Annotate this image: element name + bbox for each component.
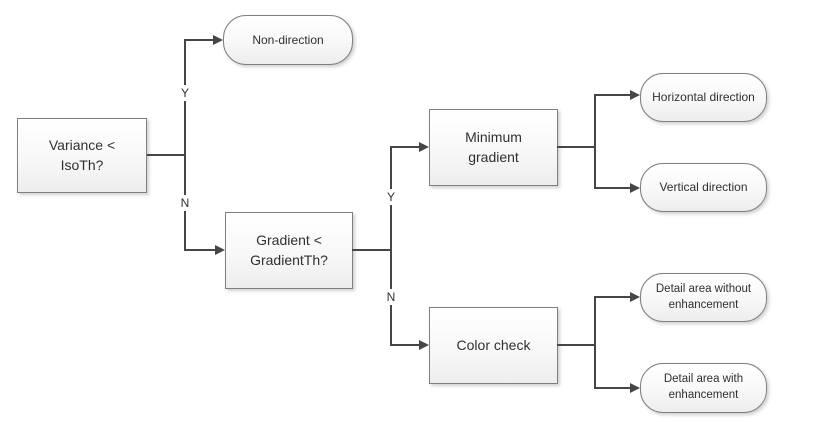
edge-label-gradient-yes: Y xyxy=(384,189,398,205)
node-horizontal-direction: Horizontal direction xyxy=(640,73,767,122)
edge-label-variance-yes: Y xyxy=(178,85,192,101)
node-variance-decision: Variance < IsoTh? xyxy=(17,118,147,193)
edge-segment xyxy=(594,296,630,298)
node-gradient-decision: Gradient < GradientTh? xyxy=(225,212,353,289)
node-detail-area-with: Detail area with enhancement xyxy=(640,363,767,413)
edge-segment xyxy=(594,296,596,389)
arrowhead xyxy=(213,35,223,45)
edge-segment xyxy=(557,146,596,148)
arrowhead xyxy=(630,383,640,393)
arrowhead xyxy=(630,90,640,100)
node-detail-area-without: Detail area without enhancement xyxy=(640,273,767,322)
edge-segment xyxy=(147,154,186,156)
edge-segment xyxy=(594,187,630,189)
arrowhead xyxy=(630,183,640,193)
node-color-check: Color check xyxy=(429,307,558,384)
arrowhead xyxy=(215,245,225,255)
edge-segment xyxy=(184,39,213,41)
edge-label-variance-no: N xyxy=(178,195,192,211)
edge-segment xyxy=(390,146,392,346)
edge-segment xyxy=(557,344,596,346)
edge-segment xyxy=(390,146,419,148)
edge-segment xyxy=(594,94,630,96)
arrowhead xyxy=(419,142,429,152)
arrowhead xyxy=(419,340,429,350)
edge-segment xyxy=(594,387,630,389)
edge-segment xyxy=(184,39,186,251)
node-vertical-direction: Vertical direction xyxy=(640,163,767,212)
edge-segment xyxy=(390,344,419,346)
edge-segment xyxy=(594,94,596,189)
node-non-direction: Non-direction xyxy=(223,15,353,65)
edge-label-gradient-no: N xyxy=(384,289,398,305)
edge-segment xyxy=(184,249,215,251)
edge-segment xyxy=(352,249,392,251)
node-minimum-gradient: Minimum gradient xyxy=(429,109,558,186)
arrowhead xyxy=(630,292,640,302)
